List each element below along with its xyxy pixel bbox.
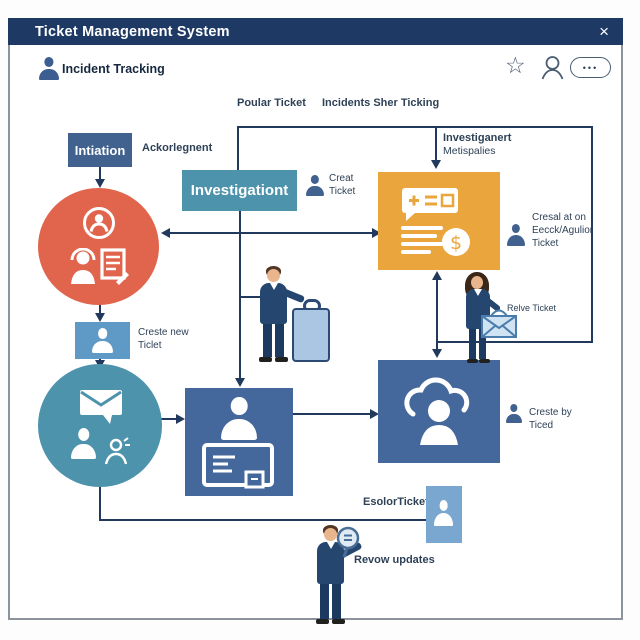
leg — [479, 329, 486, 359]
person-icon — [306, 175, 324, 196]
magnifier-icon — [336, 526, 360, 558]
close-icon[interactable]: × — [599, 22, 609, 41]
mail-message-icon — [80, 390, 122, 424]
id-card-icon — [202, 443, 274, 489]
torso — [317, 542, 344, 584]
connector-teal-bottom — [99, 487, 101, 521]
top-label-poular-ticket: Poular Ticket — [237, 97, 306, 109]
leg — [263, 324, 272, 357]
label-relve-ticket: Relve Ticket — [507, 303, 557, 313]
connector-middle-horizontal — [170, 232, 375, 234]
leg — [275, 324, 284, 357]
ticket-billing-icon: $ — [401, 188, 470, 256]
leg — [332, 584, 341, 619]
agent-document-icon — [70, 248, 129, 285]
label-revow-updates: Revow updates — [354, 554, 435, 566]
shoe — [467, 359, 478, 363]
leg — [320, 584, 329, 619]
label-cresal-ticket: Cresal at on — [532, 212, 586, 223]
page-title: Incident Tracking — [62, 62, 165, 76]
arrowhead — [432, 349, 442, 358]
arrowhead — [95, 313, 105, 322]
connector-investigationt-down — [239, 210, 241, 378]
person-icon — [434, 500, 453, 526]
arrowhead — [370, 409, 379, 419]
shoe — [316, 619, 329, 624]
connector-intiation-red — [99, 167, 101, 179]
board — [292, 308, 330, 362]
label-creste-by-ticket: Creste by — [529, 407, 572, 418]
shoe — [479, 359, 490, 363]
person-outline-icon — [104, 437, 130, 465]
arrowhead — [161, 228, 170, 238]
connector-orange-rightbox — [436, 279, 438, 350]
businessman-figure — [253, 266, 306, 364]
cloud-person-icon — [404, 377, 470, 445]
label-creat-ticket: Creat — [329, 173, 354, 184]
ellipsis-icon: ••• — [582, 62, 599, 73]
shoe — [332, 619, 345, 624]
arrowhead — [431, 160, 441, 169]
more-button[interactable]: ••• — [570, 57, 611, 78]
top-label-incidents: Incidents Sher Ticking — [322, 97, 440, 109]
face — [471, 276, 483, 289]
person-icon — [506, 404, 522, 423]
node-intiation[interactable]: Intiation — [68, 133, 132, 167]
user-icon — [39, 57, 59, 80]
label-ackorlegnent: Ackorlegnent — [142, 142, 213, 154]
label-investiganert: Investiganert — [443, 132, 512, 144]
connector-to-orange — [435, 126, 437, 160]
connector-stub — [241, 296, 261, 298]
connector-createbox-teal — [99, 358, 101, 361]
arrowhead — [95, 179, 105, 188]
title-bar: Ticket Management System × — [8, 18, 623, 45]
star-icon[interactable]: ☆ — [505, 52, 526, 78]
arrowhead — [432, 271, 442, 280]
circled-person-icon — [83, 207, 115, 239]
connector-bottom-horizontal — [99, 519, 427, 521]
account-icon[interactable] — [541, 55, 564, 81]
person-icon — [221, 397, 257, 440]
svg-text:$: $ — [450, 232, 462, 254]
label-creste-new-ticket: Creste new — [138, 327, 189, 338]
connector-center-rightbox — [293, 413, 371, 415]
connector-top — [237, 126, 593, 128]
shoe — [275, 357, 288, 362]
arrowhead — [372, 228, 381, 238]
envelope-icon — [481, 309, 517, 338]
label-esolor-ticket: EsolorTicket — [363, 496, 429, 508]
person-icon — [507, 224, 525, 246]
face — [267, 269, 280, 282]
leg — [469, 329, 476, 359]
arrowhead — [176, 414, 185, 424]
connector-right-vertical — [591, 126, 593, 343]
connector-top-left-drop — [237, 126, 239, 170]
face — [324, 528, 337, 541]
connector-right-return — [437, 341, 593, 343]
node-teal-circle[interactable] — [38, 364, 162, 487]
reviewer-figure — [311, 525, 363, 625]
person-icon — [71, 428, 96, 459]
node-investigationt[interactable]: Investigationt — [182, 170, 297, 211]
person-icon — [92, 328, 113, 353]
connector-red-createbox — [99, 304, 101, 313]
shoe — [259, 357, 272, 362]
window-title: Ticket Management System — [35, 23, 230, 40]
connector-teal-centerbox — [161, 418, 177, 420]
arrowhead — [235, 378, 245, 387]
